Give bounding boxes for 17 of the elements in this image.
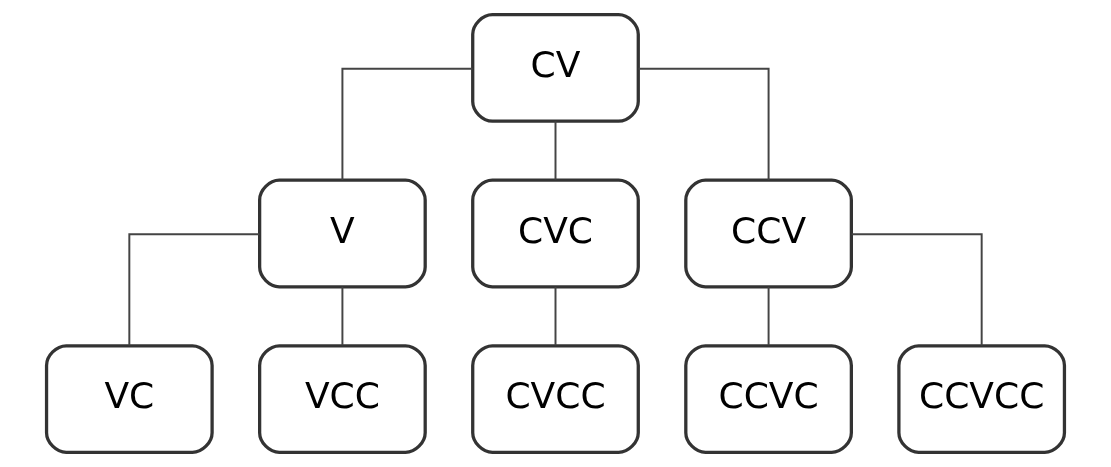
connector — [850, 233, 983, 347]
node-box: CCVCC — [897, 344, 1067, 454]
connector — [767, 285, 770, 347]
connector — [554, 120, 557, 181]
connector — [128, 233, 261, 347]
connector — [341, 67, 474, 181]
node-box: V — [258, 178, 427, 289]
node-box: VC — [44, 344, 214, 454]
connector — [554, 285, 557, 347]
node-box: CVC — [471, 178, 640, 289]
node-box: VCC — [258, 344, 427, 454]
node-box: CCVC — [684, 344, 853, 454]
node-box: CVCC — [471, 344, 640, 454]
connector — [341, 285, 344, 347]
node-box: CCV — [684, 178, 853, 289]
node-box: CV — [471, 13, 640, 123]
connector — [637, 67, 770, 181]
